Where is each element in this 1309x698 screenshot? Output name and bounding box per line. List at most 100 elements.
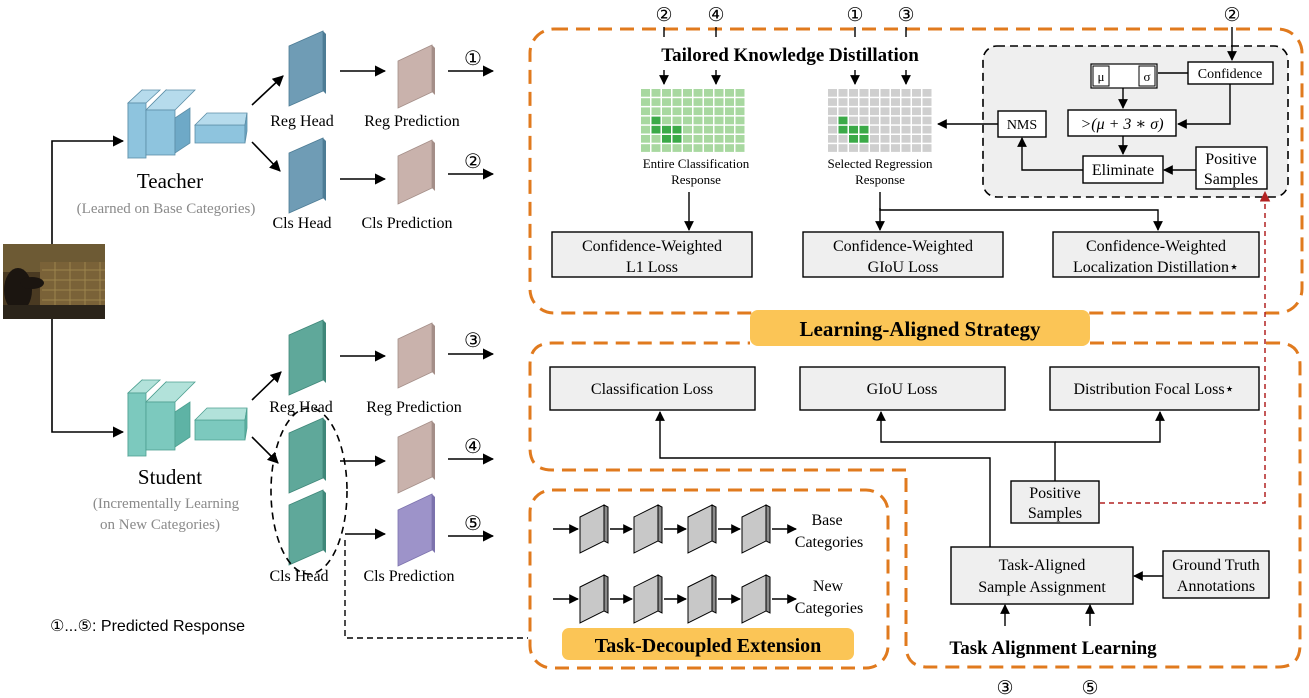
- conv-layer-edge: [711, 504, 717, 544]
- dfl-loss-label: Distribution Focal Loss⋆: [1073, 381, 1234, 398]
- reg-grid-cell: [901, 125, 911, 134]
- reg-grid-cell: [891, 135, 900, 143]
- cls-grid-cell: [714, 98, 724, 106]
- cls-grid-cell: [651, 116, 661, 125]
- cls-grid-cell: [714, 125, 724, 134]
- eliminate-label: Eliminate: [1092, 162, 1154, 179]
- task-alignment-arrows: [655, 411, 1165, 626]
- reg-grid-cell: [859, 107, 869, 116]
- reg-grid-cell: [880, 125, 890, 134]
- reg-grid-cell: [912, 144, 921, 152]
- cls-grid-cell: [641, 107, 650, 116]
- reg-grid-cell: [922, 98, 932, 106]
- cls-grid-cell: [735, 116, 745, 125]
- cls-grid-cell: [672, 116, 682, 125]
- reg-grid-cell: [922, 144, 932, 152]
- student-reg-prediction: [397, 322, 435, 389]
- dfl-loss-box: [1049, 366, 1260, 411]
- conv-layer: [579, 574, 605, 624]
- cls-grid-cell: [683, 116, 692, 125]
- reg-grid-cell: [870, 89, 879, 97]
- reg-grid-cell: [891, 89, 900, 97]
- reg-grid-cell: [891, 107, 900, 116]
- reg-grid-cell: [870, 116, 879, 125]
- input-image: [3, 244, 105, 319]
- cls-grid-cell: [683, 107, 692, 116]
- reg-grid-cell: [828, 89, 837, 97]
- reg-grid-cell: [838, 116, 848, 125]
- conv-layer-edge: [657, 504, 663, 544]
- reg-grid-cell: [880, 135, 890, 143]
- cls-grid-cell: [693, 107, 703, 116]
- reg-grid-cell: [891, 98, 900, 106]
- response-mark-arrows: [659, 27, 911, 85]
- loss-ld-box: [1052, 231, 1260, 278]
- student-backbone: [126, 379, 248, 457]
- loss-giou-label-2: GIoU Loss: [868, 259, 939, 276]
- cls-grid-cell: [683, 125, 692, 134]
- reg-grid-cell: [849, 98, 858, 106]
- cls-grid-cell: [651, 98, 661, 106]
- eliminate-box: [1082, 155, 1164, 184]
- cls-grid-cell: [725, 125, 734, 134]
- reg-grid-cell: [849, 107, 858, 116]
- reg-response-label-1: Selected Regression: [827, 156, 933, 171]
- cls-grid-cell: [641, 144, 650, 152]
- teacher-reg-head: [288, 30, 326, 107]
- nms-box: [997, 110, 1047, 138]
- sigma-label: σ: [1143, 69, 1150, 84]
- student-sublabel-line1: (Incrementally Learning: [93, 496, 240, 512]
- reg-grid-cell: [891, 116, 900, 125]
- cls-response-mark-1: ②: [655, 5, 672, 26]
- cls-grid-cell: [672, 107, 682, 116]
- student-head-arrows: [251, 371, 282, 464]
- regression-response-grid: [828, 89, 932, 152]
- cls-grid-cell: [735, 125, 745, 134]
- cls-grid-cell: [735, 135, 745, 143]
- reg-grid-cell: [912, 116, 921, 125]
- loss-ld-label-2: Localization Distillation⋆: [1073, 259, 1239, 276]
- task-aligned-assignment-l2: Sample Assignment: [978, 579, 1106, 596]
- reg-grid-cell: [828, 107, 837, 116]
- student-cls-head-base: [288, 417, 326, 494]
- conv-layer: [579, 504, 605, 554]
- teacher-head-arrows: [251, 75, 284, 172]
- cls-grid-cell: [662, 98, 671, 106]
- reg-grid-cell: [880, 144, 890, 152]
- cls-grid-cell: [683, 144, 692, 152]
- student-output-cls-base-mark: ④: [464, 436, 482, 458]
- base-categories-l1: Base: [811, 512, 842, 529]
- conv-layer: [633, 574, 659, 624]
- cls-response-label-1: Entire Classification: [643, 156, 750, 171]
- cls-grid-cell: [714, 135, 724, 143]
- reg-grid-cell: [922, 107, 932, 116]
- student-output-arrows: [448, 348, 495, 542]
- reg-grid-cell: [891, 144, 900, 152]
- cls-loss-label: Classification Loss: [591, 381, 713, 398]
- reg-grid-cell: [880, 89, 890, 97]
- loss-giou-label-1: Confidence-Weighted: [833, 238, 973, 255]
- reg-grid-cell: [838, 107, 848, 116]
- conv-layer-edge: [765, 574, 771, 614]
- new-categories-l2: Categories: [795, 600, 863, 617]
- student-output-cls-new-mark: ⑤: [464, 513, 482, 535]
- reg-grid-cell: [870, 98, 879, 106]
- teacher-sublabel: (Learned on Base Categories): [77, 201, 256, 217]
- reg-grid-cell: [912, 98, 921, 106]
- positive-samples-bottom-l2: Samples: [1028, 505, 1082, 522]
- cls-grid-cell: [662, 135, 671, 143]
- reg-grid-cell: [838, 89, 848, 97]
- reg-grid-cell: [849, 144, 858, 152]
- reg-grid-cell: [922, 89, 932, 97]
- positive-samples-top-l1: Positive: [1205, 151, 1257, 168]
- student-pred-arrows: [340, 350, 387, 540]
- reg-grid-cell: [838, 144, 848, 152]
- student-reg-pred-label: Reg Prediction: [366, 399, 462, 416]
- loss-l1-label-1: Confidence-Weighted: [582, 238, 722, 255]
- reg-grid-cell: [901, 144, 911, 152]
- student-cls-prediction-base: [397, 420, 435, 494]
- reg-grid-cell: [922, 125, 932, 134]
- cls-loss-box: [549, 366, 756, 411]
- conv-layer: [687, 504, 713, 554]
- loss-l1-label-2: L1 Loss: [626, 259, 678, 276]
